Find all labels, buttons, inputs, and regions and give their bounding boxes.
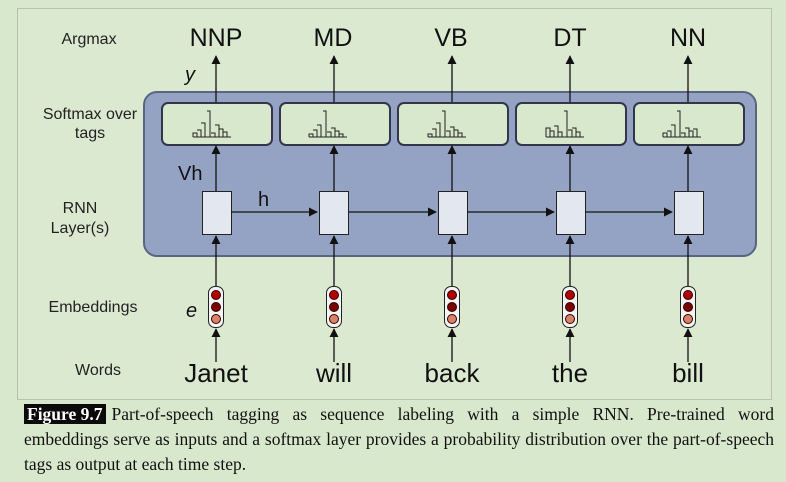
embedding-cell-mid [447,302,457,312]
embedding-vector-1 [208,286,224,328]
symbol-h: h [258,189,270,211]
rnn-cell-4 [556,191,586,235]
softmax-box-4 [515,102,627,146]
embedding-cell-bottom [211,314,221,324]
rnn-cell-2 [319,191,349,235]
embedding-cell-bottom [447,314,457,324]
embedding-cell-bottom [329,314,339,324]
embedding-cell-top [447,290,457,300]
softmax-box-5 [633,102,745,146]
histogram-1 [192,110,231,138]
embedding-cell-mid [329,302,339,312]
softmax-box-1 [161,102,273,146]
embedding-cell-bottom [565,314,575,324]
embedding-cell-mid [565,302,575,312]
caption-text: Part-of-speech tagging as sequence label… [24,404,774,474]
softmax-box-3 [397,102,509,146]
embedding-vector-3 [444,286,460,328]
row-label-embeddings: Embeddings [48,299,138,316]
tag-output-3: VB [434,24,468,52]
embedding-vector-4 [562,286,578,328]
embedding-cell-mid [683,302,693,312]
row-label-argmax: Argmax [61,31,117,48]
input-word-1: Janet [184,358,248,388]
embedding-cell-top [211,290,221,300]
input-word-3: back [424,358,480,388]
tag-output-4: DT [553,24,587,52]
row-label-softmax-line2: tags [74,125,106,142]
histogram-5 [662,110,701,138]
input-word-5: bill [672,358,704,388]
tag-output-2: MD [313,24,353,52]
row-label-softmax: Softmax over tags [38,105,142,143]
rnn-cell-5 [674,191,704,235]
embedding-cell-mid [211,302,221,312]
tag-output-5: NN [669,24,707,52]
input-word-4: the [551,358,589,388]
row-label-words: Words [75,362,121,379]
row-label-rnn: RNN Layer(s) [40,199,120,239]
embedding-cell-bottom [683,314,693,324]
row-label-rnn-line2: Layer(s) [50,220,110,237]
row-label-softmax-line1: Softmax over [42,106,138,123]
symbol-vh: Vh [178,163,203,185]
rnn-cell-3 [438,191,468,235]
softmax-histograms [192,110,701,138]
embedding-cell-top [565,290,575,300]
tag-output-1: NNP [189,24,243,52]
embedding-vector-5 [680,286,696,328]
row-label-rnn-line1: RNN [62,200,98,217]
embedding-vector-2 [326,286,342,328]
histogram-2 [308,110,347,138]
histogram-4 [545,110,584,138]
rnn-cell-1 [202,191,232,235]
input-word-2: will [315,358,353,388]
softmax-box-2 [279,102,391,146]
symbol-y: y [185,64,195,86]
embedding-cell-top [329,290,339,300]
symbol-e: e [186,300,198,322]
figure-label: Figure 9.7 [24,404,106,424]
embedding-cell-top [683,290,693,300]
histogram-3 [427,110,466,138]
